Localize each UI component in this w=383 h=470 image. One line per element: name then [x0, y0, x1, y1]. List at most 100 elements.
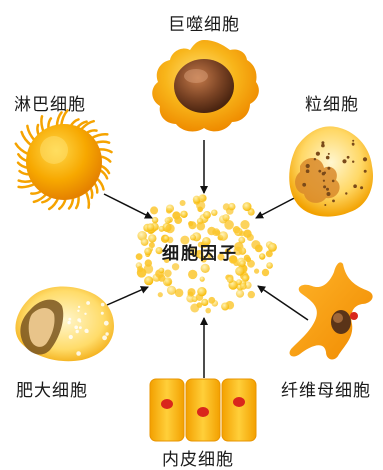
granule	[322, 172, 325, 175]
cytokine-dot	[137, 266, 143, 272]
cytokine-dot	[238, 237, 245, 244]
cytokine-dot	[165, 217, 171, 223]
granule	[360, 186, 363, 189]
cytokine-dot	[158, 274, 165, 281]
cytokine-dot	[159, 226, 165, 232]
granule	[323, 185, 326, 188]
macrophage-icon	[152, 40, 259, 131]
granule	[347, 156, 350, 159]
cytokine-dot	[201, 264, 210, 273]
granulocyte-label: 粒细胞	[305, 90, 359, 115]
lymphocyte-spike	[41, 116, 43, 132]
cytokine-dot	[203, 211, 211, 219]
granule	[76, 351, 81, 356]
cytokine-dot	[175, 289, 184, 298]
granule	[76, 330, 79, 333]
endothelial-icon	[150, 379, 256, 441]
cytokine-dot	[144, 276, 153, 285]
granule	[84, 313, 86, 315]
cytokine-dot	[212, 228, 220, 236]
lymphocyte-spike	[86, 191, 89, 208]
cytokine-dot	[188, 221, 193, 226]
granule	[321, 144, 325, 148]
cytokine-dot	[197, 207, 203, 213]
mast-cell-icon	[15, 286, 114, 361]
cytokine-dot	[201, 299, 208, 306]
granule	[318, 170, 321, 173]
lymphocyte-icon	[16, 110, 112, 209]
cytokine-dot	[228, 203, 235, 210]
cytokine-dot	[211, 210, 217, 216]
cytokine-dot	[197, 222, 206, 231]
granule	[316, 152, 320, 156]
cytokine-dot	[200, 277, 205, 282]
lymphocyte-spike	[19, 184, 36, 187]
endothelial-label: 内皮细胞	[162, 445, 234, 470]
granule	[352, 140, 354, 142]
cytokine-dot	[222, 214, 229, 221]
lymphocyte-spike	[27, 126, 35, 141]
granule	[86, 330, 89, 333]
cytokine-dot	[164, 270, 172, 278]
granule	[324, 204, 326, 206]
cytokine-dot	[166, 205, 174, 213]
cytokine-dot	[243, 230, 251, 238]
cytokine-dot	[141, 238, 149, 246]
lymphocyte-spike	[91, 134, 107, 138]
granule	[332, 200, 335, 203]
cytokine-dot	[188, 270, 197, 279]
granule	[302, 183, 306, 187]
fibroblast-icon	[290, 262, 373, 359]
granule	[105, 332, 108, 335]
cytokine-dot	[240, 220, 249, 229]
granule	[364, 170, 367, 173]
cytokine-dot	[165, 224, 174, 233]
granule	[328, 153, 330, 155]
lymphocyte-label: 淋巴细胞	[14, 90, 86, 115]
cytokine-dot	[144, 248, 152, 256]
granule	[104, 321, 109, 326]
cytokine-dot	[247, 260, 255, 268]
cytokine-dot	[172, 211, 180, 219]
cytokine-dot	[136, 253, 143, 260]
granule	[102, 335, 107, 340]
cytokine-dot	[240, 283, 247, 290]
granule	[314, 158, 316, 160]
granule	[68, 318, 71, 321]
granule	[306, 164, 310, 168]
granule	[79, 326, 82, 329]
cytokine-dot	[259, 253, 265, 259]
cytokine-dot	[188, 288, 196, 296]
cytokine-dot	[167, 286, 176, 295]
granule	[352, 161, 354, 163]
arrow-mast-cell	[107, 287, 148, 305]
granule	[332, 180, 335, 183]
cytokine-dot	[248, 291, 255, 298]
cytokine-dot	[199, 194, 207, 202]
cytokine-dot	[236, 290, 244, 298]
cytokine-dot	[205, 308, 211, 314]
cytokine-dot	[262, 269, 269, 276]
cytokine-dot	[251, 240, 260, 249]
granule	[306, 169, 310, 173]
cytokine-dot	[268, 243, 277, 252]
granule	[69, 335, 73, 339]
mast-cell-label: 肥大细胞	[16, 376, 88, 401]
cytokine-dot	[180, 200, 186, 206]
cytokine-dot	[150, 206, 158, 214]
cytokine-dot	[197, 287, 206, 296]
granulocyte-icon	[289, 126, 373, 216]
granule	[352, 143, 354, 145]
granule	[326, 188, 329, 191]
cytokine-dot	[244, 255, 250, 261]
cytokine-dot	[233, 226, 240, 233]
granule	[353, 184, 357, 188]
cytokine-dot	[190, 304, 199, 313]
granule	[77, 310, 79, 312]
cytokine-dot	[192, 296, 198, 302]
cytokine-dot	[266, 262, 273, 269]
cytokine-dot	[239, 260, 245, 266]
cytokine-dot	[254, 269, 259, 274]
granule	[342, 159, 346, 163]
cytokine-dot	[159, 268, 165, 274]
